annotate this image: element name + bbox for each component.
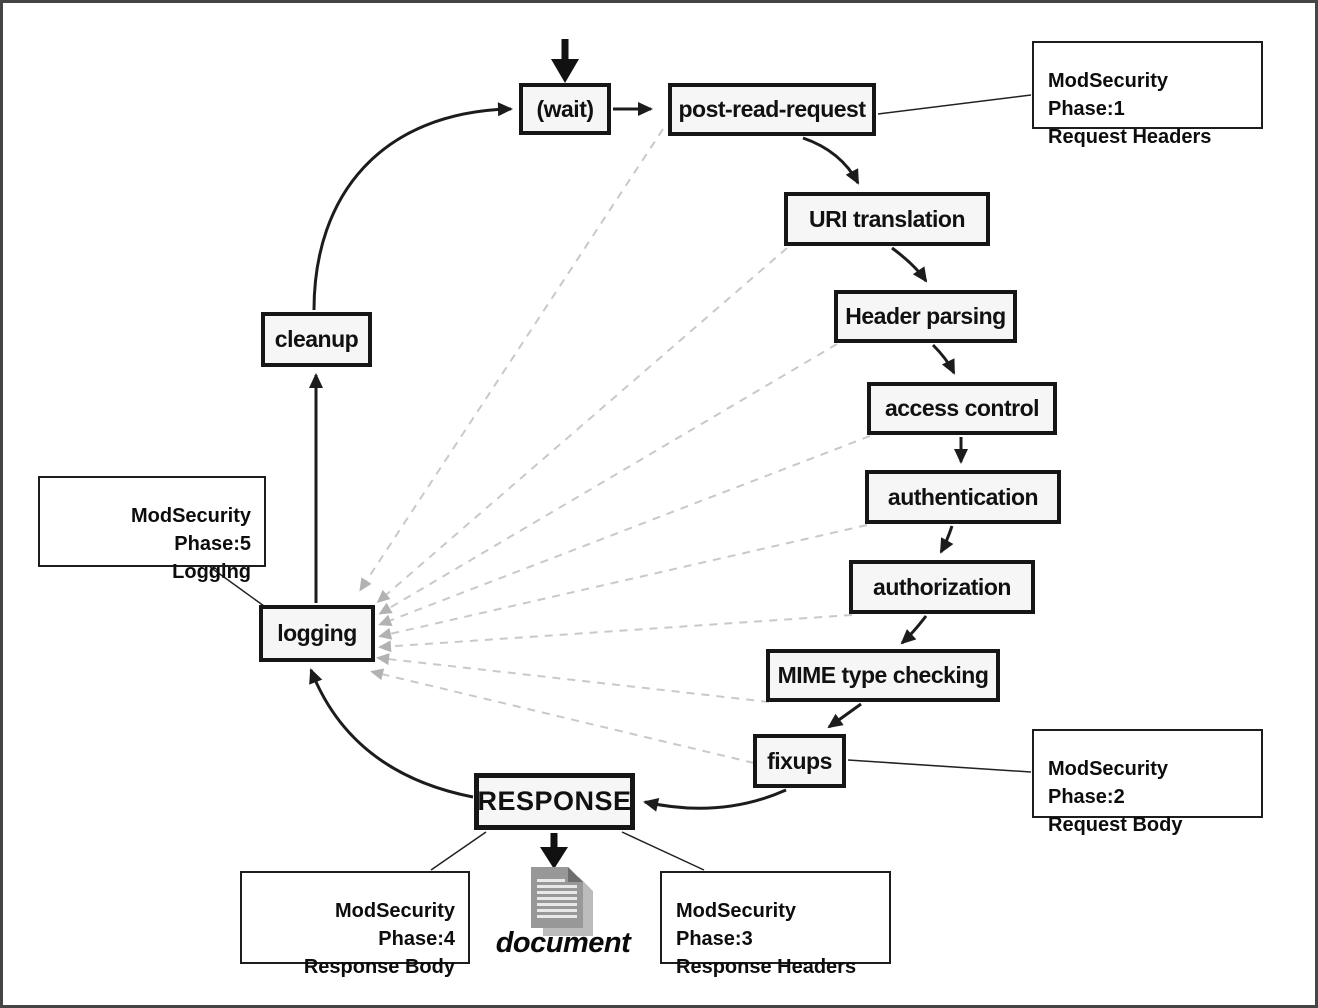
node-label: authentication: [887, 483, 1039, 510]
node-wait: (wait): [519, 83, 611, 135]
note-line1: ModSecurity Phase:4: [334, 900, 455, 950]
node-response: RESPONSE: [474, 773, 635, 830]
node-mime-type-checking: MIME type checking: [766, 649, 1000, 702]
node-label: RESPONSE: [477, 786, 632, 816]
document-label: document: [495, 927, 631, 959]
note-line1: ModSecurity Phase:1: [1048, 70, 1169, 120]
note-modsecurity-phase3: ModSecurity Phase:3 Response Headers: [660, 871, 891, 978]
note-modsecurity-phase1: ModSecurity Phase:1 Request Headers: [1032, 41, 1263, 148]
node-cleanup: cleanup: [261, 312, 372, 367]
node-authorization: authorization: [849, 560, 1035, 614]
cycle-arrows: [309, 102, 968, 812]
note-line2: Request Headers: [1048, 126, 1212, 148]
note-modsecurity-phase4: ModSecurity Phase:4 Response Body: [240, 871, 470, 978]
connector-lines: [209, 39, 1032, 936]
node-header-parsing: Header parsing: [834, 290, 1017, 343]
note-line2: Response Headers: [676, 956, 857, 978]
note-modsecurity-phase5: ModSecurity Phase:5 Logging: [38, 476, 266, 583]
node-label: (wait): [536, 95, 594, 122]
node-label: URI translation: [808, 205, 966, 232]
entry-arrow: [551, 39, 579, 83]
node-access-control: access control: [867, 382, 1057, 435]
annotation-connectors: [209, 94, 1032, 871]
node-post-read-request: post-read-request: [668, 83, 876, 136]
node-label: fixups: [767, 747, 832, 774]
document-icon: [531, 867, 593, 936]
note-line1: ModSecurity Phase:3: [676, 900, 797, 950]
note-modsecurity-phase2: ModSecurity Phase:2 Request Body: [1032, 729, 1263, 836]
note-line2: Logging: [172, 561, 251, 583]
node-label: authorization: [873, 573, 1011, 600]
node-authentication: authentication: [865, 470, 1061, 524]
phase-jump-arrows: [359, 128, 871, 764]
note-line2: Response Body: [303, 956, 455, 978]
document-arrow: [540, 833, 568, 869]
note-line1: ModSecurity Phase:2: [1048, 758, 1169, 808]
node-label: logging: [277, 620, 357, 646]
note-line1: ModSecurity Phase:5: [130, 505, 251, 555]
node-label: MIME type checking: [777, 662, 989, 688]
node-fixups: fixups: [753, 734, 846, 788]
node-uri-translation: URI translation: [784, 192, 990, 246]
note-line2: Request Body: [1048, 814, 1183, 836]
node-logging: logging: [259, 605, 375, 662]
node-label: post-read-request: [678, 96, 866, 122]
node-label: Header parsing: [845, 303, 1006, 329]
node-label: access control: [884, 395, 1040, 421]
node-label: cleanup: [274, 326, 359, 352]
